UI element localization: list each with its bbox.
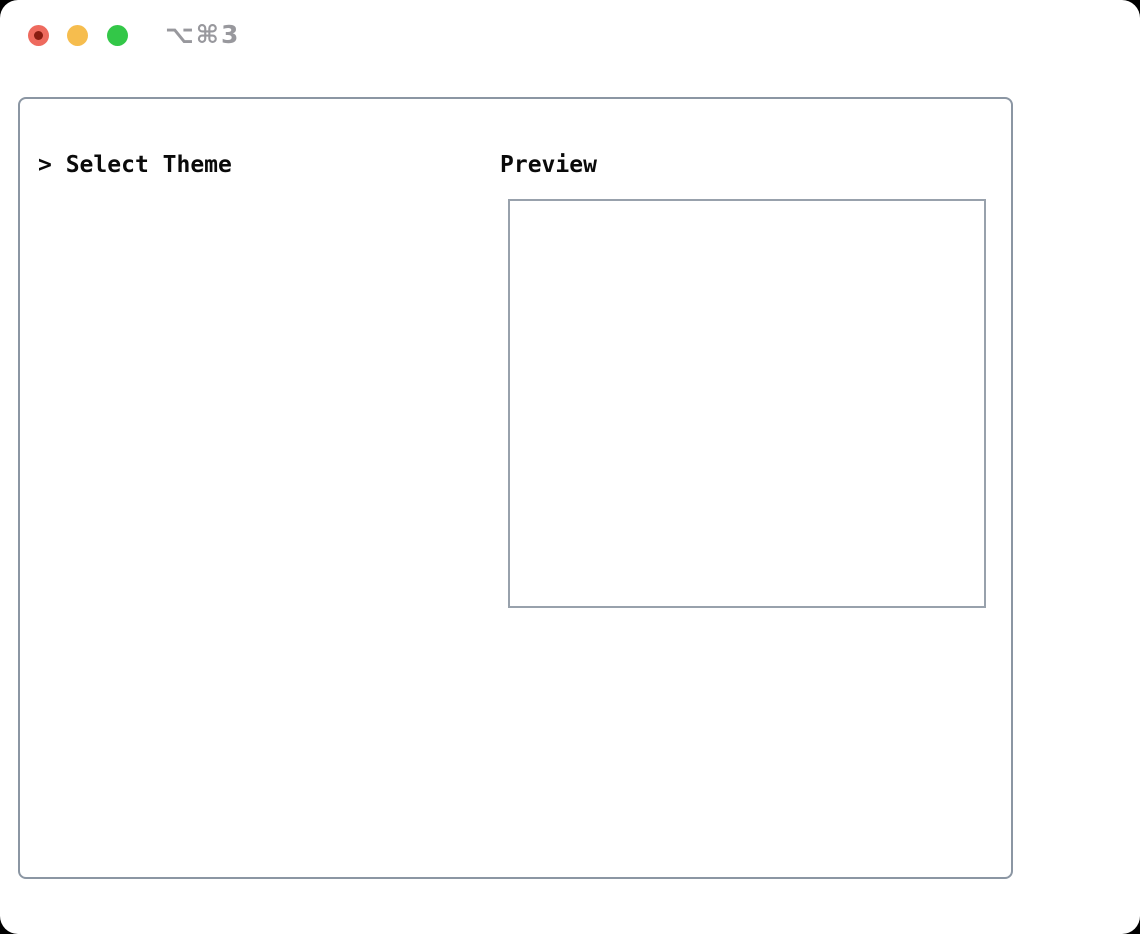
- close-button[interactable]: [28, 25, 49, 46]
- maximize-button[interactable]: [107, 25, 128, 46]
- theme-selector: > Select Theme: [38, 148, 232, 182]
- minimize-button[interactable]: [67, 25, 88, 46]
- window-title: ⌥⌘3: [165, 20, 241, 49]
- preview-box: [508, 199, 986, 608]
- preview-header: Preview: [500, 152, 597, 178]
- code-preview: [510, 201, 984, 249]
- focus-caret-icon: >: [38, 152, 66, 178]
- select-theme-label: Select Theme: [65, 152, 232, 178]
- select-theme-header: > Select Theme: [38, 148, 232, 182]
- close-dot-icon: [34, 31, 43, 40]
